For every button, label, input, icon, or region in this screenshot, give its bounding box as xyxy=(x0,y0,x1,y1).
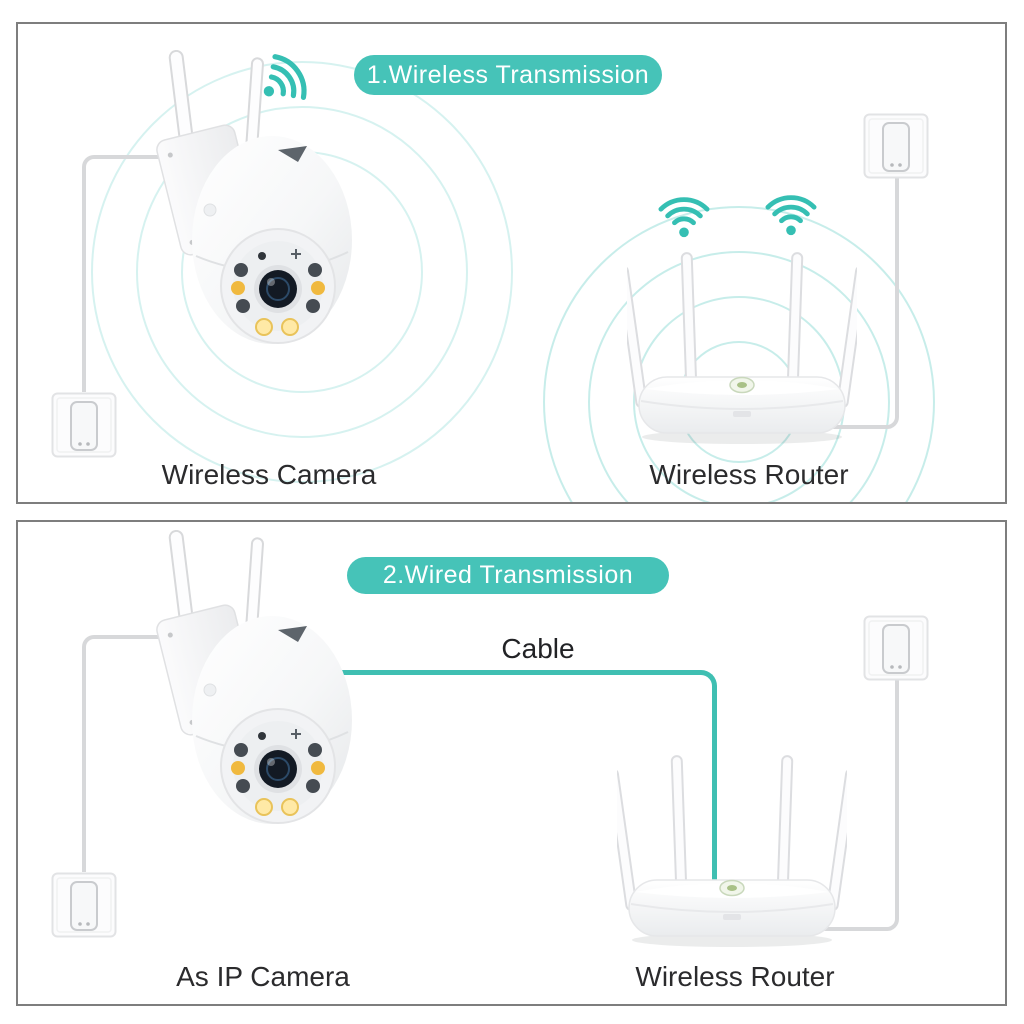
wireless-camera-illustration xyxy=(152,50,352,360)
wifi-signal-icon xyxy=(655,188,713,240)
wifi-signal-icon xyxy=(762,186,820,238)
panel-wired-transmission: 2.Wired Transmission Cable As IP Camera … xyxy=(16,520,1007,1006)
camera-power-cable xyxy=(82,155,172,392)
wall-outlet-icon xyxy=(51,872,117,938)
router-power-cable xyxy=(820,177,899,429)
camera-label: Wireless Camera xyxy=(161,459,377,490)
section-title: 1.Wireless Transmission xyxy=(366,60,650,89)
section-title-badge: 1.Wireless Transmission xyxy=(354,55,662,95)
wall-outlet-icon xyxy=(863,615,929,681)
camera-label: As IP Camera xyxy=(176,961,350,992)
camera-power-cable xyxy=(82,635,172,872)
cable-label: Cable xyxy=(501,633,575,664)
router-label: Wireless Router xyxy=(649,459,849,490)
wireless-router-illustration xyxy=(617,752,847,952)
ethernet-cable xyxy=(340,670,717,889)
wall-outlet-icon xyxy=(51,392,117,458)
router-power-cable xyxy=(820,680,899,931)
wall-outlet-icon xyxy=(863,113,929,179)
wireless-router-illustration xyxy=(627,249,857,449)
section-title: 2.Wired Transmission xyxy=(382,561,634,589)
wired-camera-illustration xyxy=(152,530,352,840)
section-title-badge: 2.Wired Transmission xyxy=(347,557,669,594)
panel-wireless-transmission: 1.Wireless Transmission Wireless Camera … xyxy=(16,22,1007,504)
router-label: Wireless Router xyxy=(635,961,835,992)
